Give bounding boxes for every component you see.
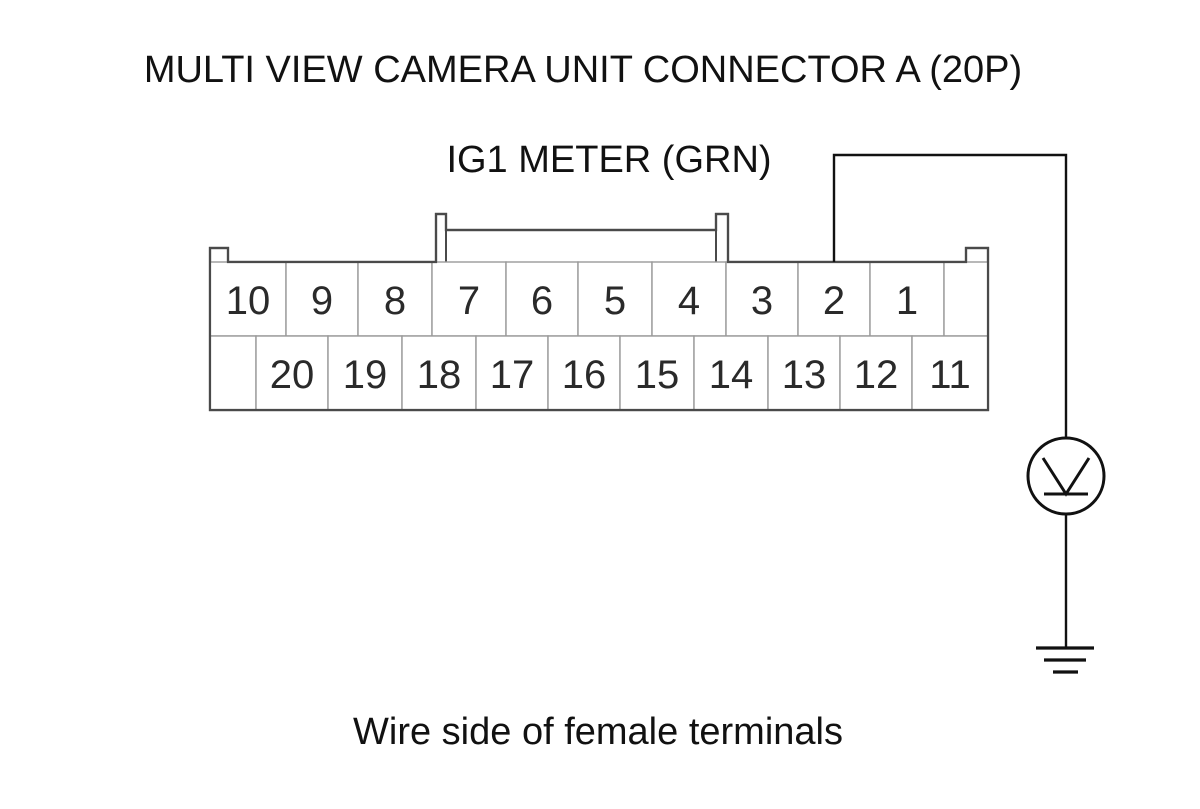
blank-terminal-cell [943,261,989,337]
terminal-label-2: 2 [823,279,845,323]
terminal-label-1: 1 [896,279,918,323]
terminal-label-20: 20 [270,353,315,397]
terminal-label-19: 19 [343,353,388,397]
terminal-label-16: 16 [562,353,607,397]
terminal-label-17: 17 [490,353,535,397]
terminal-label-8: 8 [384,279,406,323]
terminal-cell-5 [577,261,653,337]
terminal-label-11: 11 [929,353,971,397]
terminal-row-top: 10 9 8 7 6 5 4 3 2 1 [209,261,989,337]
terminal-cell-6 [505,261,579,337]
blank-terminal-cell [209,335,257,411]
terminal-cell-11 [911,335,989,411]
terminal-cell-16 [547,335,621,411]
terminal-cell-12 [839,335,913,411]
terminal-cell-3 [725,261,799,337]
ground-icon [1036,646,1094,674]
terminal-row-bottom: 20 19 18 17 16 15 14 13 12 11 [209,335,989,411]
terminal-label-10: 10 [226,279,271,323]
terminal-label-14: 14 [709,353,754,397]
terminal-label-4: 4 [678,279,700,323]
terminal-label-13: 13 [782,353,827,397]
terminal-label-12: 12 [854,353,899,397]
terminal-cell-17 [475,335,549,411]
terminal-cell-18 [401,335,477,411]
terminal-label-6: 6 [531,279,553,323]
terminal-label-3: 3 [751,279,773,323]
terminal-cell-4 [651,261,727,337]
terminal-cell-8 [357,261,433,337]
terminal-cell-20 [255,335,329,411]
voltmeter-icon [1026,436,1106,516]
wire-label: IG1 METER (GRN) [446,139,771,181]
terminal-cell-15 [619,335,695,411]
probe-wire [832,153,1068,438]
terminal-cell-10 [209,261,287,337]
meter-circle [1026,436,1106,516]
terminal-label-9: 9 [311,279,333,323]
terminal-cell-14 [693,335,769,411]
diagram-title: MULTI VIEW CAMERA UNIT CONNECTOR A (20P) [144,49,1022,91]
terminal-cell-1 [869,261,945,337]
connector-outline-stroke [208,212,990,412]
terminal-label-7: 7 [458,279,480,323]
terminal-label-18: 18 [417,353,462,397]
terminal-label-15: 15 [635,353,680,397]
diagram-caption: Wire side of female terminals [353,711,843,753]
terminal-label-5: 5 [604,279,626,323]
